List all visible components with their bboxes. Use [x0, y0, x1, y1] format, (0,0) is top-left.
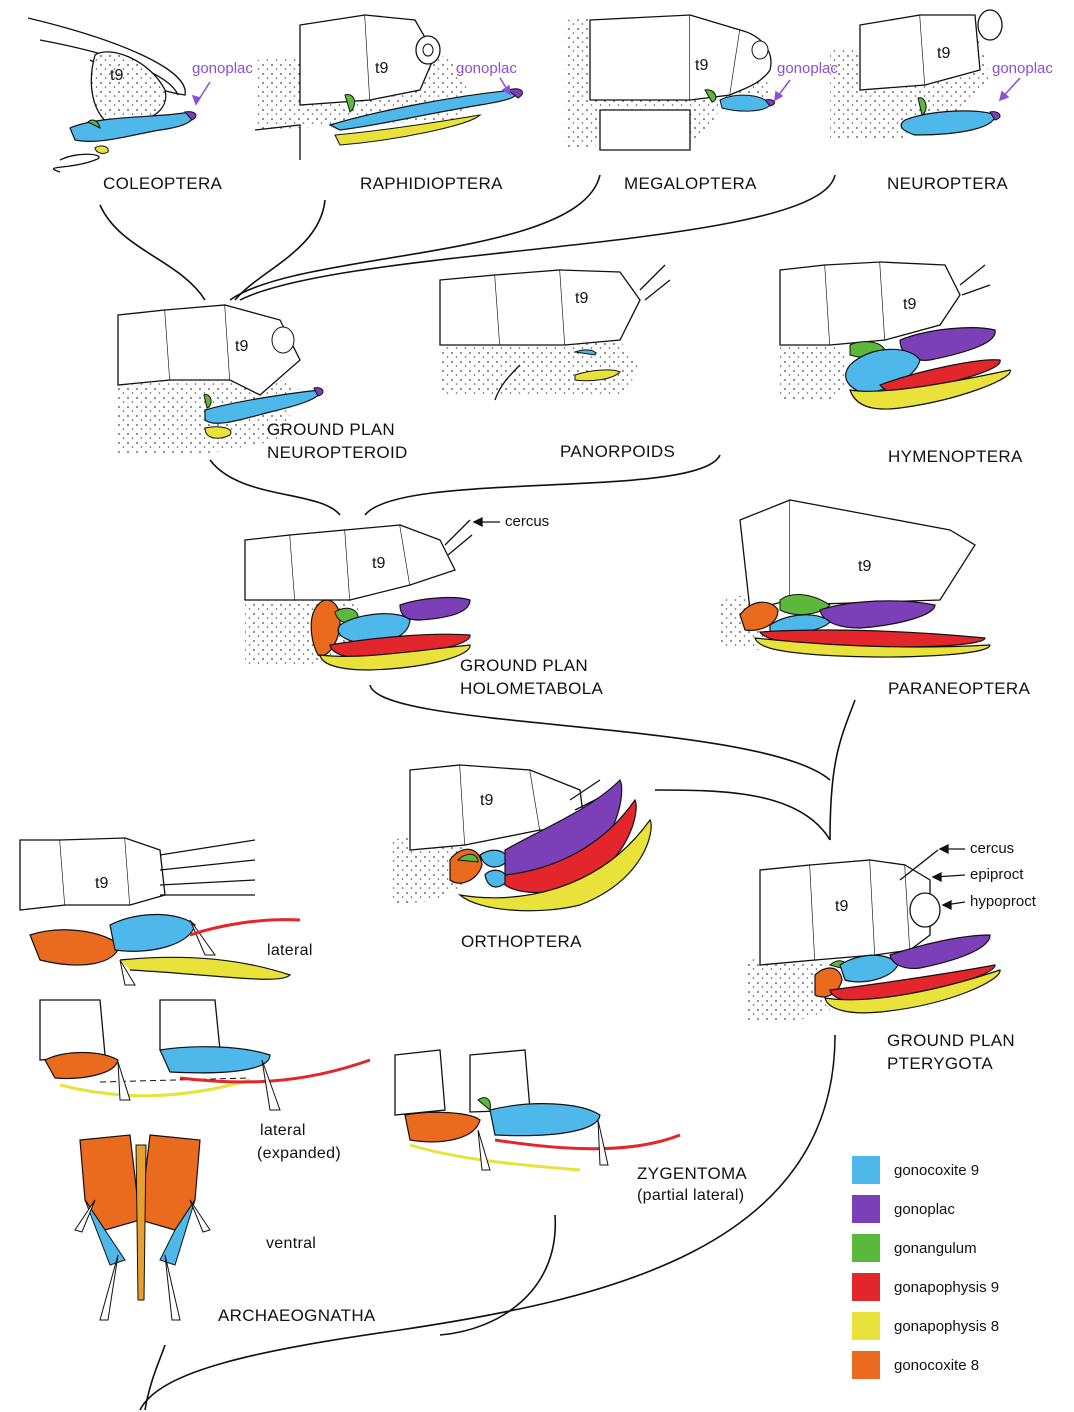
- legend-item: gonangulum: [852, 1234, 977, 1262]
- annotation-cercus-holometabola: cercus: [505, 513, 549, 530]
- view-label-lateral: lateral: [267, 942, 313, 960]
- taxon-label-orthoptera: ORTHOPTERA: [461, 932, 582, 952]
- branch-hymenoptera: [365, 455, 720, 515]
- legend-item: gonoplac: [852, 1195, 955, 1223]
- t9-label-orthoptera: t9: [480, 792, 493, 810]
- gonoplac-label-raphidioptera: gonoplac: [456, 60, 517, 77]
- taxon-label-gp-holometabola-1: GROUND PLAN: [460, 656, 588, 676]
- legend-swatch: [852, 1156, 880, 1184]
- holometabola-drawing: [245, 520, 472, 670]
- t9-label-hymenoptera: t9: [903, 296, 916, 314]
- hymenoptera-drawing: [780, 262, 1010, 409]
- view-label-lateral-expanded-2: (expanded): [257, 1145, 341, 1163]
- branch-coleoptera: [100, 205, 205, 300]
- t9-label-neuroptera: t9: [937, 45, 950, 63]
- legend-swatch: [852, 1273, 880, 1301]
- taxon-label-coleoptera: COLEOPTERA: [103, 174, 222, 194]
- taxon-label-archaeognatha: ARCHAEOGNATHA: [218, 1306, 376, 1326]
- t9-label-pterygota: t9: [835, 898, 848, 916]
- gonoplac-label-megaloptera: gonoplac: [777, 60, 838, 77]
- legend-item: gonapophysis 9: [852, 1273, 999, 1301]
- annotation-epiproct: epiproct: [970, 866, 1023, 883]
- legend-label: gonocoxite 8: [894, 1357, 979, 1374]
- annotation-cercus-pterygota: cercus: [970, 840, 1014, 857]
- t9-label-neuropteroid: t9: [235, 338, 248, 356]
- gonoplac-label-coleoptera: gonoplac: [192, 60, 253, 77]
- branch-archaeognatha: [145, 1345, 165, 1410]
- taxon-label-zygentoma-sub: (partial lateral): [637, 1187, 744, 1205]
- t9-label-paraneoptera: t9: [858, 558, 871, 576]
- taxon-label-panorpoids: PANORPOIDS: [560, 442, 675, 462]
- view-label-ventral: ventral: [266, 1235, 316, 1253]
- taxon-label-megaloptera: MEGALOPTERA: [624, 174, 757, 194]
- taxon-label-gp-neuropteroid-2: NEUROPTEROID: [267, 443, 408, 463]
- gonoplac-label-neuroptera: gonoplac: [992, 60, 1053, 77]
- legend-label: gonapophysis 9: [894, 1279, 999, 1296]
- archaeognatha-lateral-drawing: [20, 838, 300, 985]
- legend-item: gonocoxite 9: [852, 1156, 979, 1184]
- t9-label-holometabola: t9: [372, 555, 385, 573]
- taxon-label-paraneoptera: PARANEOPTERA: [888, 679, 1030, 699]
- branch-paraneoptera: [830, 700, 855, 840]
- branch-raphidioptera: [235, 200, 325, 300]
- view-label-lateral-expanded-1: lateral: [260, 1122, 306, 1140]
- legend-label: gonapophysis 8: [894, 1318, 999, 1335]
- t9-label-raphidioptera: t9: [375, 60, 388, 78]
- legend-swatch: [852, 1312, 880, 1340]
- branch-zygentoma: [440, 1215, 555, 1335]
- legend-swatch: [852, 1351, 880, 1379]
- t9-label-panorpoids: t9: [575, 290, 588, 308]
- taxon-label-hymenoptera: HYMENOPTERA: [888, 447, 1023, 467]
- taxon-label-gp-pterygota-2: PTERYGOTA: [887, 1054, 993, 1074]
- branch-holometabola: [370, 685, 830, 780]
- legend-item: gonapophysis 8: [852, 1312, 999, 1340]
- annotation-hypoproct: hypoproct: [970, 893, 1036, 910]
- taxon-label-gp-neuropteroid-1: GROUND PLAN: [267, 420, 395, 440]
- megaloptera-drawing: [565, 15, 775, 150]
- taxon-label-zygentoma: ZYGENTOMA: [637, 1164, 747, 1184]
- paraneoptera-drawing: [720, 500, 990, 657]
- legend-label: gonoplac: [894, 1201, 955, 1218]
- neuroptera-drawing: [830, 10, 1002, 140]
- taxon-label-neuroptera: NEUROPTERA: [887, 174, 1008, 194]
- legend-item: gonocoxite 8: [852, 1351, 979, 1379]
- branch-neuropteroid: [210, 460, 340, 515]
- legend-label: gonangulum: [894, 1240, 977, 1257]
- branch-orthoptera: [655, 790, 830, 840]
- legend-label: gonocoxite 9: [894, 1162, 979, 1179]
- raphidioptera-drawing: [255, 15, 523, 160]
- zygentoma-drawing: [395, 1050, 680, 1170]
- t9-label-archaeognatha: t9: [95, 875, 108, 893]
- legend-swatch: [852, 1234, 880, 1262]
- panorpoids-drawing: [440, 265, 670, 400]
- legend-swatch: [852, 1195, 880, 1223]
- taxon-label-gp-holometabola-2: HOLOMETABOLA: [460, 679, 603, 699]
- t9-label-coleoptera: t9: [110, 67, 123, 85]
- archaeognatha-expanded-drawing: [40, 1000, 370, 1110]
- taxon-label-gp-pterygota-1: GROUND PLAN: [887, 1031, 1015, 1051]
- t9-label-megaloptera: t9: [695, 57, 708, 75]
- coleoptera-drawing: [28, 18, 196, 172]
- orthoptera-drawing: [390, 765, 651, 911]
- taxon-label-raphidioptera: RAPHIDIOPTERA: [360, 174, 503, 194]
- archaeognatha-ventral-drawing: [75, 1135, 210, 1320]
